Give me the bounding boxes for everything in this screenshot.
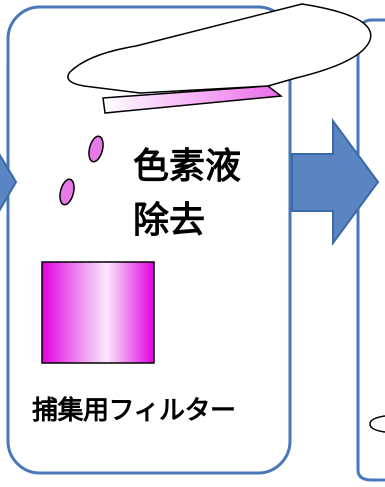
dye-drop <box>88 135 104 163</box>
step-label-line-2: 除去 <box>133 200 206 241</box>
pipette-body <box>67 3 372 94</box>
pipette-tip <box>102 85 283 114</box>
step-label-line-1: 色素液 <box>133 146 242 187</box>
filter-label: 捕集用フィルター <box>32 396 236 426</box>
incoming-arrow <box>0 153 18 212</box>
filter-rect <box>41 261 155 364</box>
next-panel-symbol <box>369 415 385 433</box>
dye-drop <box>59 178 75 206</box>
process-arrow <box>291 117 380 247</box>
next-panel <box>356 18 385 482</box>
